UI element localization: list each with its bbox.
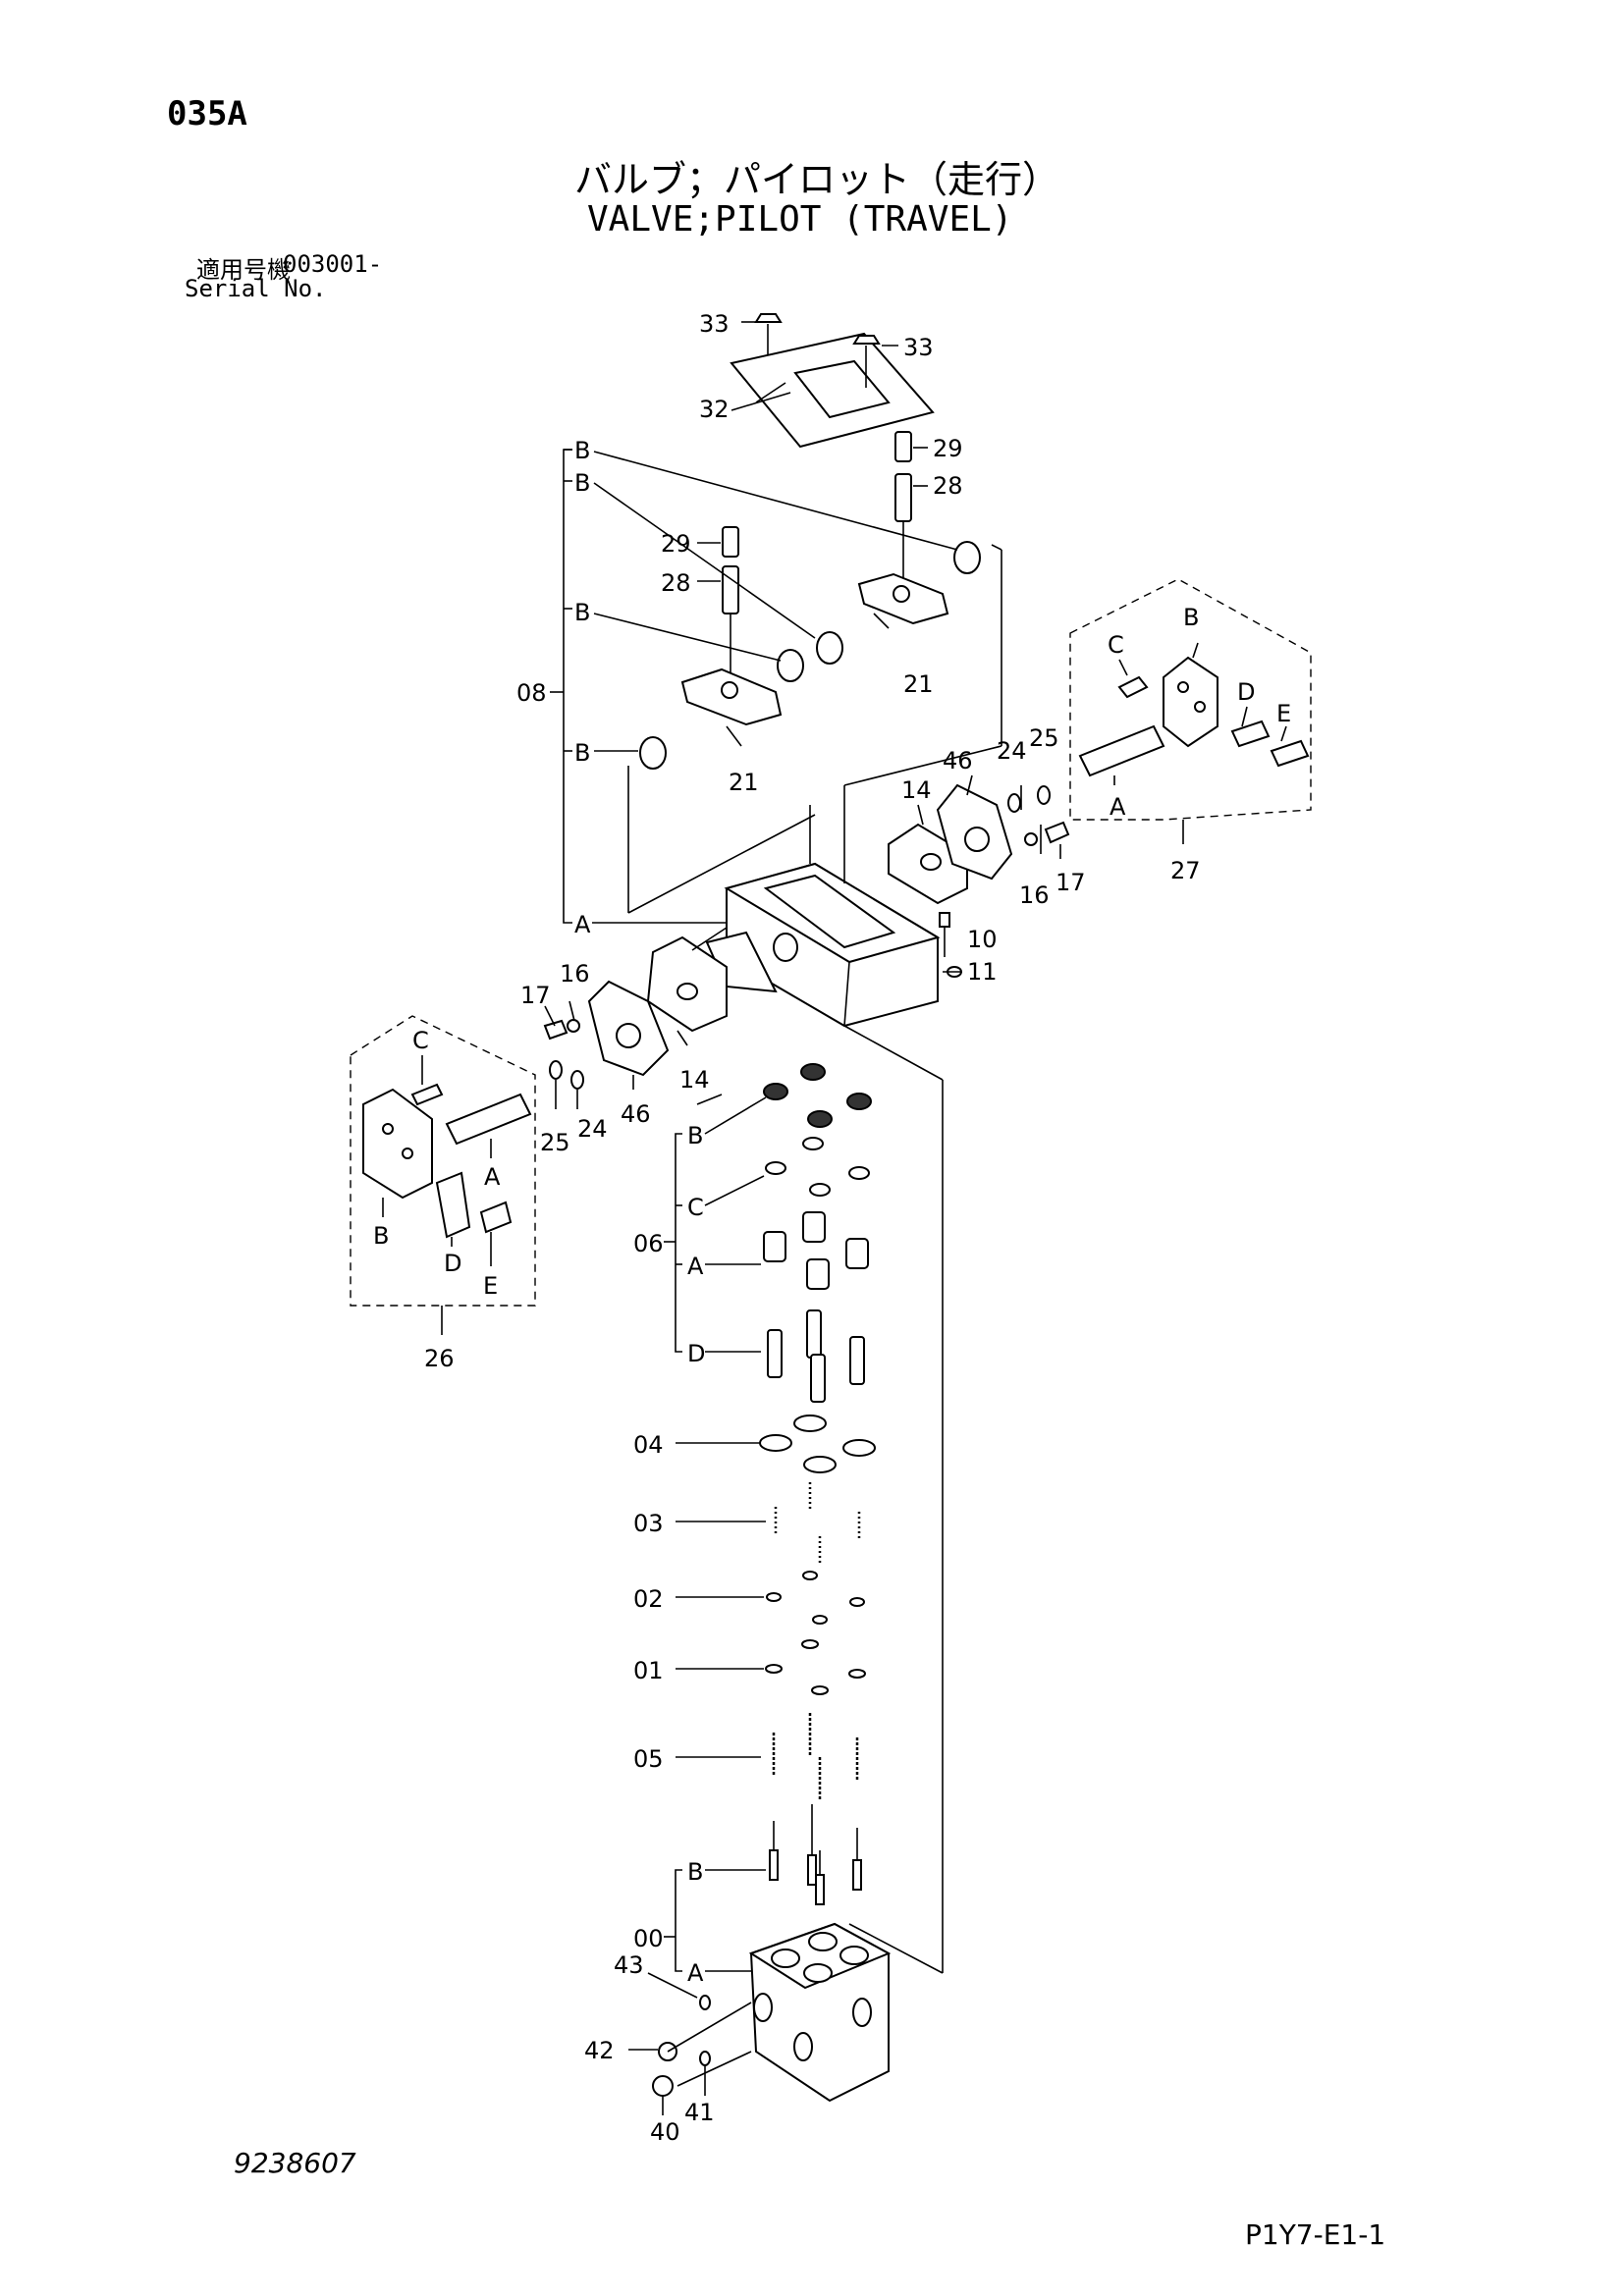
title-english: VALVE;PILOT (TRAVEL): [587, 199, 1013, 240]
callout-14b: 14: [679, 1066, 710, 1094]
callout-26-E: E: [483, 1272, 498, 1300]
callout-26: 26: [424, 1345, 455, 1372]
callout-24b: 24: [577, 1115, 608, 1143]
callout-01: 01: [633, 1657, 664, 1684]
callout-06-A: A: [687, 1253, 704, 1280]
callout-28a: 28: [933, 472, 963, 500]
bolt-33-left: [754, 313, 783, 355]
callout-08-B4: B: [574, 739, 590, 767]
callout-26-C: C: [412, 1027, 429, 1054]
callout-27-E: E: [1276, 700, 1291, 727]
serial-number: 003001-: [283, 250, 383, 278]
callout-29b: 29: [661, 530, 691, 558]
callout-25a: 25: [1029, 724, 1059, 752]
callout-10: 10: [967, 926, 998, 953]
block-27B: [1163, 656, 1218, 748]
callout-46b: 46: [621, 1100, 651, 1128]
callout-40: 40: [650, 2118, 680, 2146]
callout-46a: 46: [943, 747, 973, 774]
callout-16b: 16: [560, 960, 590, 988]
callout-27: 27: [1170, 857, 1201, 884]
callout-17a: 17: [1056, 869, 1086, 896]
callout-00-B: B: [687, 1858, 703, 1886]
sheet-code: P1Y7-E1-1: [1245, 2218, 1386, 2251]
callout-06-D: D: [687, 1340, 705, 1367]
callout-03: 03: [633, 1510, 664, 1537]
lever-21-left: [680, 667, 783, 726]
callout-33a: 33: [699, 310, 730, 338]
callout-14a: 14: [901, 776, 932, 804]
callout-43: 43: [614, 1951, 644, 1979]
callout-29a: 29: [933, 435, 963, 462]
callout-02: 02: [633, 1585, 664, 1613]
page-code: 035A: [167, 94, 247, 133]
block-26B: [362, 1088, 433, 1200]
callout-26-A: A: [484, 1163, 501, 1191]
callout-25b: 25: [540, 1129, 570, 1156]
callout-27-B: B: [1183, 604, 1199, 631]
serial-label-english: Serial No.: [185, 275, 327, 302]
callout-21a: 21: [903, 670, 934, 698]
valve-body-00A: [748, 1922, 892, 2103]
callout-16a: 16: [1019, 881, 1050, 909]
callout-42: 42: [584, 2037, 615, 2064]
valve-housing: [705, 785, 941, 1028]
callout-06-B: B: [687, 1122, 703, 1149]
callout-32: 32: [699, 396, 730, 423]
title-japanese: バルブ；パイロット（走行）: [574, 158, 1060, 201]
callout-33b: 33: [903, 334, 934, 361]
callout-41: 41: [684, 2099, 715, 2126]
callout-08-B1: B: [574, 437, 590, 464]
callout-17b: 17: [520, 982, 551, 1009]
callout-04: 04: [633, 1431, 664, 1459]
cover-plate-32: [730, 332, 935, 449]
callout-00: 00: [633, 1925, 664, 1952]
cam-plate-46-right: [936, 783, 1013, 881]
callout-08-A: A: [574, 911, 591, 938]
lever-21-right: [857, 572, 949, 625]
bolt-33-right: [852, 335, 881, 388]
callout-05: 05: [633, 1745, 664, 1773]
drawing-number: 9238607: [234, 2147, 356, 2179]
callout-08-B2: B: [574, 469, 590, 497]
callout-21b: 21: [729, 769, 759, 796]
callout-26-D: D: [444, 1250, 461, 1277]
callout-00-A: A: [687, 1959, 704, 1987]
callout-26-B: B: [373, 1222, 389, 1250]
callout-08: 08: [516, 679, 547, 707]
serial-label-japanese: 適用号機: [196, 256, 291, 284]
callout-06-C: C: [687, 1194, 704, 1221]
callout-27-D: D: [1237, 678, 1255, 706]
callout-27-C: C: [1108, 631, 1124, 659]
cam-plate-46-left: [587, 980, 670, 1077]
callout-24a: 24: [997, 737, 1027, 765]
callout-27-A: A: [1110, 793, 1126, 821]
callout-08-B3: B: [574, 599, 590, 626]
callout-06: 06: [633, 1230, 664, 1257]
callout-11: 11: [967, 958, 998, 986]
callout-28b: 28: [661, 569, 691, 597]
